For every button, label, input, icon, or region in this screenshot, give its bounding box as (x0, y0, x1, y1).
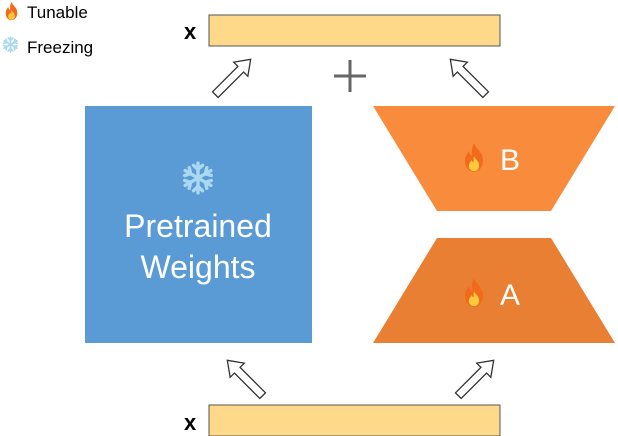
output-row: x (184, 14, 501, 47)
plus-icon (334, 60, 366, 92)
input-x-label: x (184, 410, 197, 435)
legend: Tunable Freezing (3, 1, 93, 57)
adapter-b-block: B (373, 106, 615, 211)
pretrained-title-line2: Weights (140, 249, 255, 285)
legend-tunable: Tunable (5, 1, 88, 22)
pretrained-weights-block: Pretrained Weights (85, 106, 312, 343)
arrow-pretrained-to-output (207, 51, 259, 103)
adapter-b-label: B (500, 144, 520, 177)
adapter-a-trapezoid (373, 238, 615, 343)
pretrained-weights-box (85, 106, 312, 343)
output-vector-bar (208, 14, 501, 47)
adapter-a-block: A (373, 238, 615, 343)
adapter-a-label: A (500, 279, 520, 312)
snowflake-icon (3, 37, 18, 52)
arrow-input-to-adapter (450, 352, 502, 404)
legend-freezing: Freezing (3, 37, 93, 57)
legend-tunable-label: Tunable (27, 3, 88, 22)
arrow-input-to-pretrained (219, 352, 271, 404)
legend-freezing-label: Freezing (27, 38, 93, 57)
fire-icon (5, 1, 18, 21)
output-x-label: x (184, 19, 197, 44)
pretrained-title-line1: Pretrained (124, 208, 272, 244)
adapter-b-trapezoid (373, 106, 615, 211)
input-vector-bar (208, 404, 501, 436)
arrow-adapter-to-output (442, 51, 494, 103)
input-row: x (184, 404, 501, 436)
